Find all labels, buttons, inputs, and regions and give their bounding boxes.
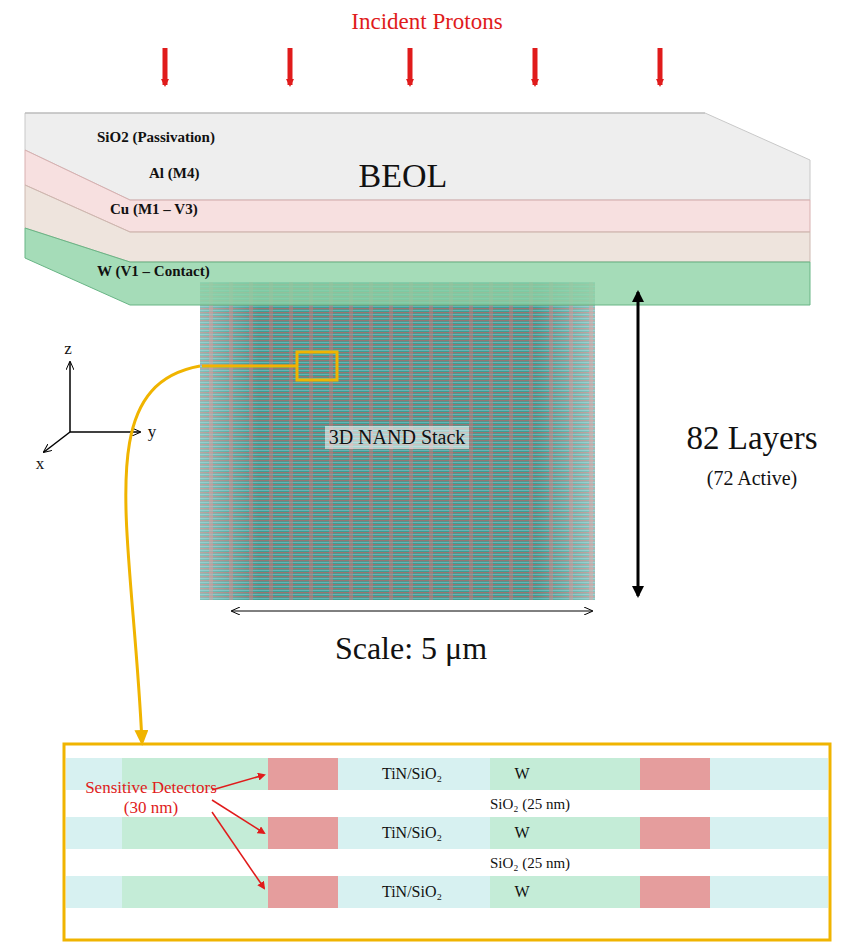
node-label: Sensitive Detectors (30 nm) (76, 778, 226, 819)
beol-layer: Al (M4) (147, 164, 201, 183)
cell-row: TiN/SiO₂ W (66, 876, 828, 908)
node-label: TiN/SiO₂ (382, 883, 442, 901)
sensitive-detector (640, 817, 710, 849)
layer-label: SiO2 (Passivation) (95, 128, 217, 147)
node-label: TiN/SiO₂ (382, 765, 442, 783)
beol-layer: SiO2 (Passivation) (95, 128, 217, 147)
cell-band (66, 876, 828, 908)
axis-label: x (36, 454, 45, 474)
axis-label: y (148, 422, 157, 442)
inset-box: Sensitive Detectors (30 nm)TiN/SiO₂WTiN/… (64, 744, 830, 940)
w-region (122, 876, 268, 908)
node-label: TiN/SiO₂ (382, 824, 442, 842)
beol-layers (25, 113, 810, 305)
w-region (490, 876, 640, 908)
leader-line (212, 775, 264, 790)
dimension-label: 82 Layers (686, 420, 817, 457)
sensitive-detector (268, 758, 338, 790)
nand-stack: 3D NAND Stack (200, 282, 595, 600)
scale-label: Scale: 5 μm (335, 630, 487, 667)
nand-stack-block (200, 282, 595, 600)
axis-label: z (64, 339, 72, 359)
zoom-connector (126, 366, 200, 742)
scale-arrow (232, 611, 592, 612)
dimension-label: SiO₂ (25 nm) (490, 796, 570, 813)
beol-layer: W (V1 – Contact) (95, 262, 212, 281)
node-label: W (514, 765, 529, 783)
cell-row: TiN/SiO₂ W (66, 817, 828, 849)
w-region (490, 817, 640, 849)
sensitive-detector (268, 817, 338, 849)
proton-arrows (165, 48, 660, 85)
dimension-note: (72 Active) (707, 467, 798, 490)
dimension-label: SiO₂ (25 nm) (490, 855, 570, 872)
layer-label: Al (M4) (147, 164, 201, 183)
axes (44, 362, 140, 452)
sensitive-detector (640, 758, 710, 790)
cell-row: TiN/SiO₂ W (66, 758, 828, 790)
node-label: W (514, 883, 529, 901)
node-label: W (514, 824, 529, 842)
title-label: Incident Protons (351, 9, 502, 35)
leader-line (212, 800, 264, 833)
inset-panel (64, 744, 830, 940)
sensitive-detector (640, 876, 710, 908)
leader-line (212, 812, 264, 888)
layer-label: Cu (M1 – V3) (108, 200, 200, 219)
sensitive-detector (268, 876, 338, 908)
region-label: BEOL (359, 157, 448, 195)
cell-band (66, 817, 828, 849)
beol-layer: Cu (M1 – V3) (108, 200, 200, 219)
w-region (490, 758, 640, 790)
height-arrow (637, 292, 640, 596)
layer-label: W (V1 – Contact) (95, 262, 212, 281)
node-label: 3D NAND Stack (325, 426, 470, 449)
